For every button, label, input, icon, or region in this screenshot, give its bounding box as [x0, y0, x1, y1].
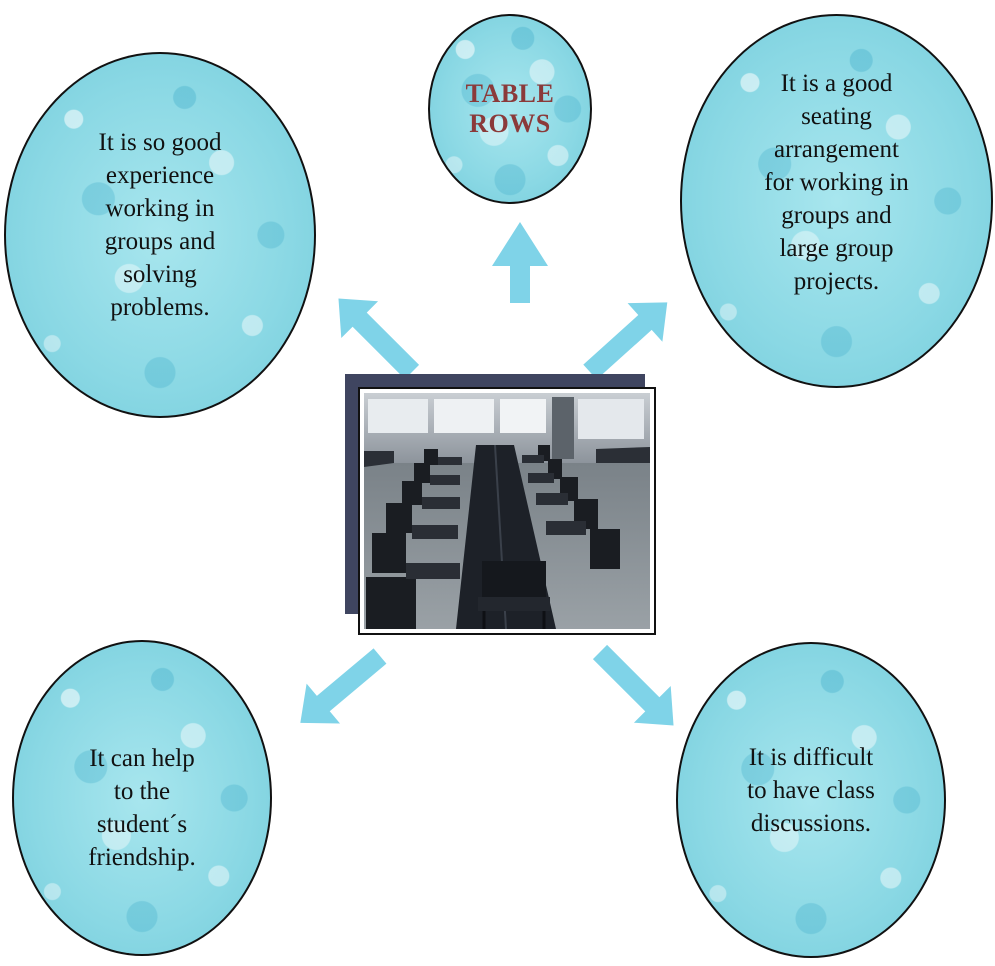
bubble-line: projects. — [764, 265, 908, 298]
title-label: TABLE ROWS — [466, 79, 555, 139]
bubble-bottom-left: It can help to the student´s friendship. — [12, 640, 272, 956]
bubble-line: arrangement — [764, 133, 908, 166]
bubble-line: It is difficult — [747, 741, 875, 774]
bubble-bottom-left-text: It can help to the student´s friendship. — [70, 742, 214, 874]
bubble-line: groups and — [764, 199, 908, 232]
arrow-down-left — [284, 636, 397, 743]
bubble-line: discussions. — [747, 807, 875, 840]
arrow-down-right — [582, 634, 692, 744]
bubble-line: friendship. — [88, 841, 196, 874]
bubble-top-left-text: It is so good experience working in grou… — [81, 126, 240, 324]
title-bubble: TABLE ROWS — [428, 14, 592, 204]
bubble-line: problems. — [99, 291, 222, 324]
bubble-line: groups and — [99, 225, 222, 258]
bubble-top-left: It is so good experience working in grou… — [4, 52, 316, 418]
title-line-2: ROWS — [466, 109, 555, 139]
bubble-top-right-text: It is a good seating arrangement for wor… — [746, 67, 926, 298]
bubble-line: working in — [99, 192, 222, 225]
bubble-line: student´s — [88, 808, 196, 841]
bubble-line: experience — [99, 159, 222, 192]
bubble-line: It can help — [88, 742, 196, 775]
bubble-line: large group — [764, 232, 908, 265]
classroom-photo-image — [364, 393, 650, 629]
bubble-line: It is a good — [764, 67, 908, 100]
bubble-bottom-right: It is difficult to have class discussion… — [676, 642, 946, 958]
bubble-top-right: It is a good seating arrangement for wor… — [680, 14, 993, 388]
bubble-line: seating — [764, 100, 908, 133]
bubble-line: solving — [99, 258, 222, 291]
classroom-photo — [358, 387, 656, 635]
arrow-up — [492, 222, 548, 303]
bubble-bottom-right-text: It is difficult to have class discussion… — [729, 741, 893, 840]
bubble-line: It is so good — [99, 126, 222, 159]
bubble-line: to the — [88, 775, 196, 808]
bubble-line: for working in — [764, 166, 908, 199]
bubble-line: to have class — [747, 774, 875, 807]
title-line-1: TABLE — [466, 79, 555, 109]
